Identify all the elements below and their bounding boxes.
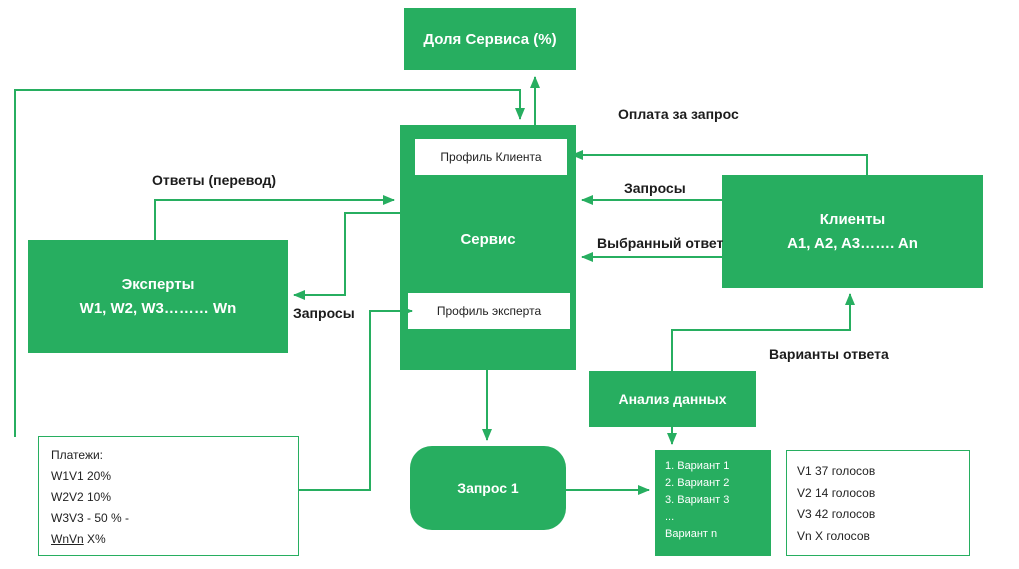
service-share-box: Доля Сервиса (%) [404, 8, 576, 70]
variant-item: 3. Вариант 3 [665, 494, 730, 507]
payments-box: Платежи: W1V1 20% W2V2 10% W3V3 - 50 % -… [38, 436, 299, 556]
client-profile-label: Профиль Клиента [440, 150, 542, 164]
clients-subtitle: A1, A2, A3……. An [787, 235, 918, 252]
variant-item: 2. Вариант 2 [665, 477, 730, 490]
service-label: Сервис [460, 231, 516, 248]
variants-box: 1. Вариант 1 2. Вариант 2 3. Вариант 3 .… [655, 450, 771, 556]
payment-item: W3V3 - 50 % - [51, 511, 130, 525]
payments-title: Платежи: [51, 448, 104, 462]
label-requests-from-clients: Запросы [624, 180, 686, 196]
variant-item: ... [665, 511, 675, 524]
votes-box: V1 37 голосов V2 14 голосов V3 42 голосо… [786, 450, 970, 556]
vote-item: V3 42 голосов [797, 507, 876, 522]
payment-item: WnVn X% [51, 529, 298, 550]
vote-item: V2 14 голосов [797, 485, 876, 500]
arrow-service-to-experts [293, 212, 400, 300]
label-requests-to-experts: Запросы [293, 305, 355, 321]
arrow-payments-to-expert-profile [299, 306, 413, 491]
request-box: Запрос 1 [410, 446, 566, 530]
clients-title: Клиенты [819, 211, 886, 228]
label-payment-per-request: Оплата за запрос [618, 106, 739, 122]
request-label: Запрос 1 [457, 480, 519, 496]
payment-last-suffix: X% [83, 532, 106, 546]
payment-last-underlined: WnVn [51, 532, 84, 546]
client-profile-box: Профиль Клиента [415, 139, 567, 175]
payment-item: W2V2 10% [51, 490, 112, 504]
arrow-experts-to-service [154, 195, 395, 240]
expert-profile-label: Профиль эксперта [436, 304, 542, 318]
expert-profile-box: Профиль эксперта [408, 293, 570, 329]
clients-box: Клиенты A1, A2, A3……. An [722, 175, 983, 288]
data-analysis-label: Анализ данных [618, 391, 727, 407]
data-analysis-box: Анализ данных [589, 371, 756, 427]
experts-subtitle: W1, W2, W3……… Wn [79, 300, 237, 317]
variant-item: Вариант n [665, 528, 718, 541]
variant-item: 1. Вариант 1 [665, 460, 730, 472]
service-box: Профиль Клиента Сервис Профиль эксперта [400, 125, 576, 370]
label-answers-translation: Ответы (перевод) [152, 172, 277, 188]
label-answer-variants: Варианты ответа [769, 346, 889, 362]
payment-item: W1V1 20% [51, 469, 112, 483]
vote-item: Vn X голосов [797, 528, 870, 543]
experts-title: Эксперты [121, 276, 195, 293]
vote-item: V1 37 голосов [797, 464, 876, 478]
label-chosen-answer: Выбранный ответ [597, 235, 724, 251]
experts-box: Эксперты W1, W2, W3……… Wn [28, 240, 288, 353]
arrow-clients-to-client-profile-payment [571, 150, 868, 175]
service-share-label: Доля Сервиса (%) [423, 30, 557, 48]
